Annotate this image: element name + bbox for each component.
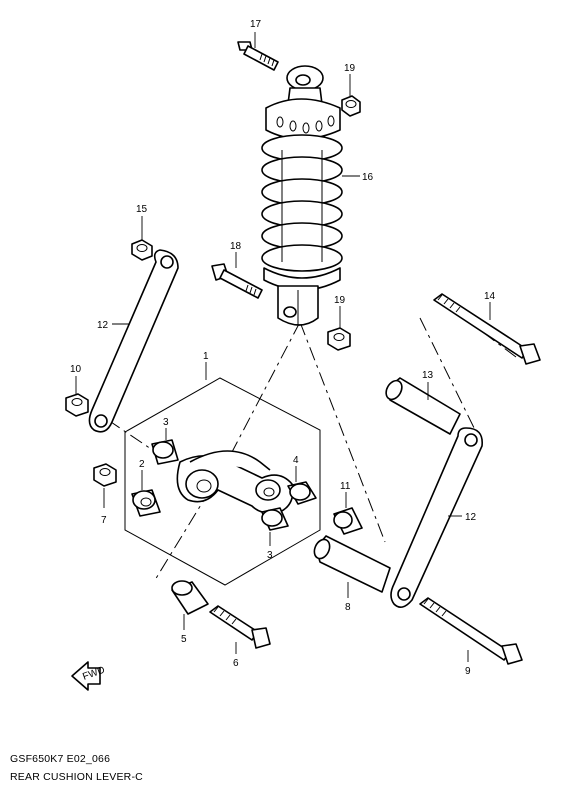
lever-assembly-box (124, 377, 321, 586)
callout-14: 14 (484, 291, 496, 302)
alignment-line-link-right (439, 299, 521, 361)
callout-5: 5 (181, 634, 187, 645)
callout-3-upper: 3 (163, 417, 169, 428)
bushing-3-upper (151, 439, 179, 465)
callout-17: 17 (250, 19, 262, 30)
callout-3-lower: 3 (267, 550, 273, 561)
bolt-17 (237, 41, 279, 71)
cushion-lever-1 (176, 450, 294, 514)
nut-19-lower (327, 327, 351, 351)
alignment-line-link-left (107, 419, 161, 456)
callout-19-top: 19 (344, 63, 356, 74)
diagram-title: REAR CUSHION LEVER-C (10, 771, 143, 783)
alignment-line-lever-bolt (154, 489, 211, 581)
nut-10 (65, 393, 89, 417)
callout-11: 11 (340, 481, 351, 492)
bolt-9 (419, 597, 523, 665)
callout-18: 18 (230, 241, 242, 252)
front-arrow-icon: FWD (71, 661, 106, 691)
bush-11 (333, 507, 363, 535)
nut-15 (131, 239, 153, 261)
rod-12-left (88, 249, 179, 433)
alignment-line-shock-lever (231, 321, 301, 453)
bolt-6 (209, 605, 271, 649)
collar-13 (385, 377, 461, 435)
diagram-code: GSF650K7 E02_066 (10, 753, 111, 765)
callout-9: 9 (465, 666, 471, 677)
bolt-18 (211, 263, 263, 299)
callout-16: 16 (362, 172, 374, 183)
callout-2: 2 (139, 459, 145, 470)
alignment-line-shock-right (299, 321, 386, 543)
alignment-line-bolt14 (419, 317, 481, 441)
bushing-4 (287, 481, 317, 505)
callout-4: 4 (293, 455, 299, 466)
callout-8: 8 (345, 602, 351, 613)
nut-7 (93, 463, 117, 487)
shock-absorber-16 (261, 65, 343, 326)
rod-12-right (390, 427, 483, 608)
callout-19-lower: 19 (334, 295, 346, 306)
callout-1: 1 (203, 351, 209, 362)
callout-7: 7 (101, 515, 107, 526)
callout-13: 13 (422, 370, 434, 381)
nut-19-top (341, 95, 361, 117)
callout-15: 15 (136, 204, 148, 215)
bushing-3-lower (261, 507, 289, 531)
spacer-5 (171, 580, 209, 615)
callout-10: 10 (70, 364, 82, 375)
callout-6: 6 (233, 658, 239, 669)
collar-8 (313, 535, 391, 593)
bushing-2 (131, 489, 161, 517)
callout-12-right: 12 (465, 512, 477, 523)
bolt-14 (433, 293, 541, 365)
callout-12-left: 12 (97, 320, 109, 331)
